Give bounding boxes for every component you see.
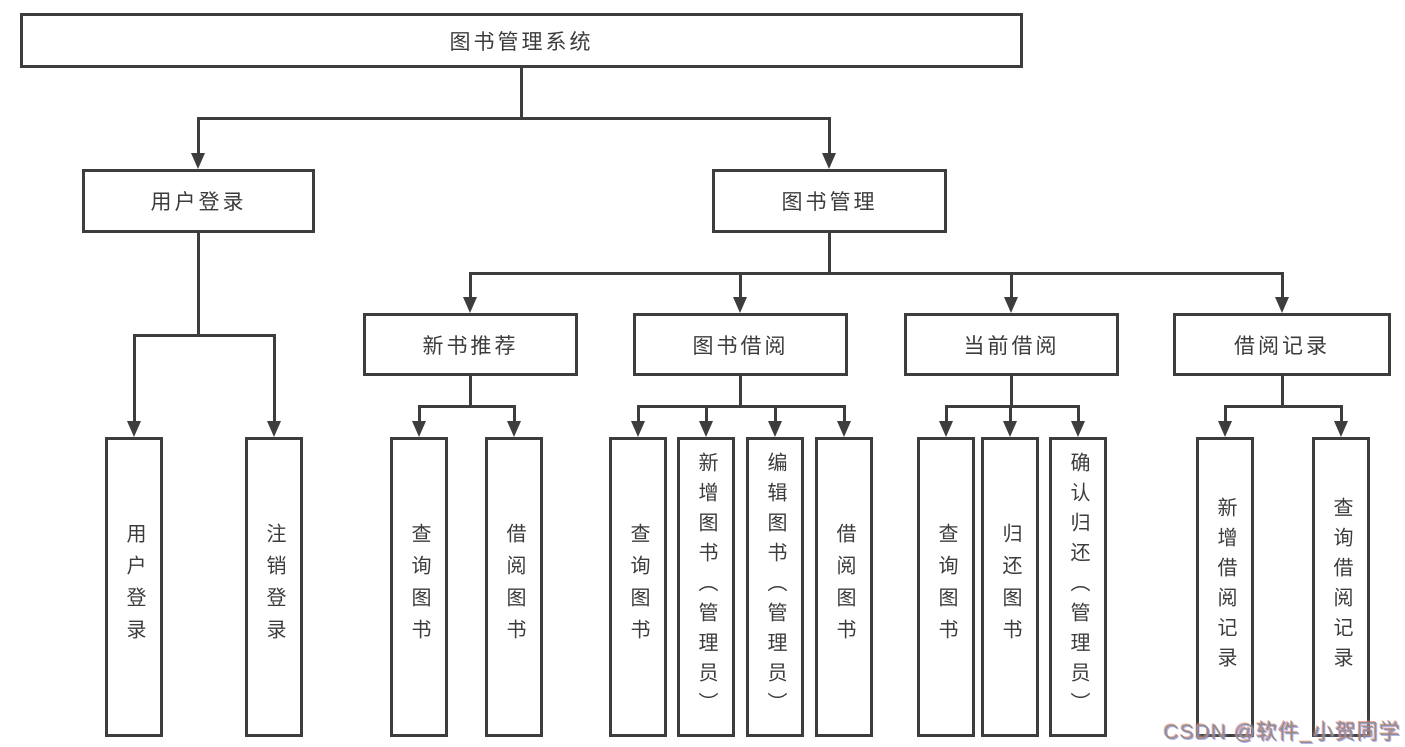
connector-new-book-stem [469,376,472,408]
node-new-book-recommend-label: 新书推荐 [422,334,519,358]
connector-bb-leaf2 [705,405,708,423]
connector-nb-leaf1 [418,405,421,423]
csdn-watermark: CSDN @软件_小贺同学 [1163,721,1401,744]
connector-cb-leaf3 [1077,405,1080,423]
arrowhead-bb-leaf4 [837,421,851,437]
connector-nb-leaf2 [513,405,516,423]
leaf-borrow-books: 借阅图书 [815,437,873,737]
connector-bb-leaf4 [843,405,846,423]
arrowhead-cb-leaf1 [939,421,953,437]
arrowhead-borrowing-records [1275,297,1289,313]
arrowhead-new-book [463,297,477,313]
connector-cb-leaf1 [945,405,948,423]
connector-cb-leaf2 [1009,405,1012,423]
arrowhead-cb-leaf3 [1071,421,1085,437]
connector-book-mgmt-bar [469,272,1283,275]
leaf-add-borrow-record-label: 新增借阅记录 [1214,497,1236,677]
arrowhead-leaf-user-login [127,421,141,437]
leaf-borrow-books-recommend-label: 借阅图书 [503,523,525,651]
connector-new-book-bar [418,405,516,408]
connector-records-bar [1224,405,1342,408]
connector-user-login-stem [197,233,200,336]
connector-to-book-borrowing [739,272,742,299]
leaf-edit-books-admin: 编辑图书（管理员） [746,437,804,737]
arrowhead-bb-leaf2 [699,421,713,437]
arrowhead-bb-leaf1 [631,421,645,437]
connector-current-bar [945,405,1079,408]
leaf-add-books-admin-label: 新增图书（管理员） [695,452,717,722]
connector-root-bar [197,117,831,120]
leaf-borrow-books-recommend: 借阅图书 [485,437,543,737]
leaf-logout: 注销登录 [245,437,303,737]
leaf-query-books-borrowing: 查询图书 [609,437,667,737]
leaf-confirm-return-admin-label: 确认归还（管理员） [1067,452,1089,722]
node-root-label: 图书管理系统 [449,30,594,54]
arrowhead-book-borrowing [733,297,747,313]
arrowhead-cb-leaf2 [1003,421,1017,437]
leaf-confirm-return-admin: 确认归还（管理员） [1049,437,1107,737]
leaf-add-borrow-record: 新增借阅记录 [1196,437,1254,737]
leaf-user-login: 用户登录 [105,437,163,737]
arrowhead-leaf-logout [267,421,281,437]
node-current-borrowing-label: 当前借阅 [963,334,1060,358]
leaf-logout-label: 注销登录 [263,523,285,651]
leaf-query-borrow-record-label: 查询借阅记录 [1330,497,1352,677]
connector-book-mgmt-stem [828,233,831,274]
leaf-query-books-recommend-label: 查询图书 [408,523,430,651]
connector-records-stem [1281,376,1284,408]
leaf-query-books-borrowing-label: 查询图书 [627,523,649,651]
arrowhead-nb-leaf2 [507,421,521,437]
node-book-borrowing: 图书借阅 [633,313,848,376]
node-borrowing-records: 借阅记录 [1173,313,1391,376]
connector-to-borrowing-records [1281,272,1284,299]
connector-bb-leaf1 [637,405,640,423]
connector-current-stem [1010,376,1013,408]
arrowhead-br-leaf2 [1334,421,1348,437]
leaf-add-books-admin: 新增图书（管理员） [677,437,735,737]
connector-bb-leaf3 [774,405,777,423]
node-borrowing-records-label: 借阅记录 [1234,334,1330,358]
leaf-query-borrow-record: 查询借阅记录 [1312,437,1370,737]
connector-to-new-book [469,272,472,299]
connector-br-leaf1 [1224,405,1227,423]
arrowhead-bb-leaf3 [768,421,782,437]
connector-to-leaf-logout [273,334,276,423]
connector-borrowing-stem [739,376,742,408]
leaf-user-login-label: 用户登录 [123,523,145,651]
node-user-login-label: 用户登录 [150,191,247,214]
arrowhead-current-borrowing [1004,297,1018,313]
connector-root-stem [520,68,523,119]
node-new-book-recommend: 新书推荐 [363,313,578,376]
leaf-query-books-current: 查询图书 [917,437,975,737]
leaf-borrow-books-label: 借阅图书 [833,523,855,651]
node-book-borrowing-label: 图书借阅 [692,334,789,358]
arrowhead-nb-leaf1 [412,421,426,437]
arrowhead-user-login [191,153,205,169]
leaf-edit-books-admin-label: 编辑图书（管理员） [764,452,786,722]
leaf-return-books: 归还图书 [981,437,1039,737]
leaf-query-books-recommend: 查询图书 [390,437,448,737]
node-current-borrowing: 当前借阅 [904,313,1119,376]
connector-br-leaf2 [1340,405,1343,423]
connector-to-current-borrowing [1010,272,1013,299]
node-book-management-label: 图书管理 [781,191,878,214]
connector-to-user-login [197,117,200,156]
leaf-query-books-current-label: 查询图书 [935,523,957,651]
connector-to-leaf-user-login [133,334,136,423]
connector-borrowing-bar [637,405,845,408]
connector-to-book-management [828,117,831,156]
connector-user-login-bar [133,334,275,337]
arrowhead-book-management [822,153,836,169]
node-book-management: 图书管理 [712,169,947,233]
node-root: 图书管理系统 [20,13,1023,68]
node-user-login: 用户登录 [82,169,315,233]
leaf-return-books-label: 归还图书 [999,523,1021,651]
arrowhead-br-leaf1 [1218,421,1232,437]
